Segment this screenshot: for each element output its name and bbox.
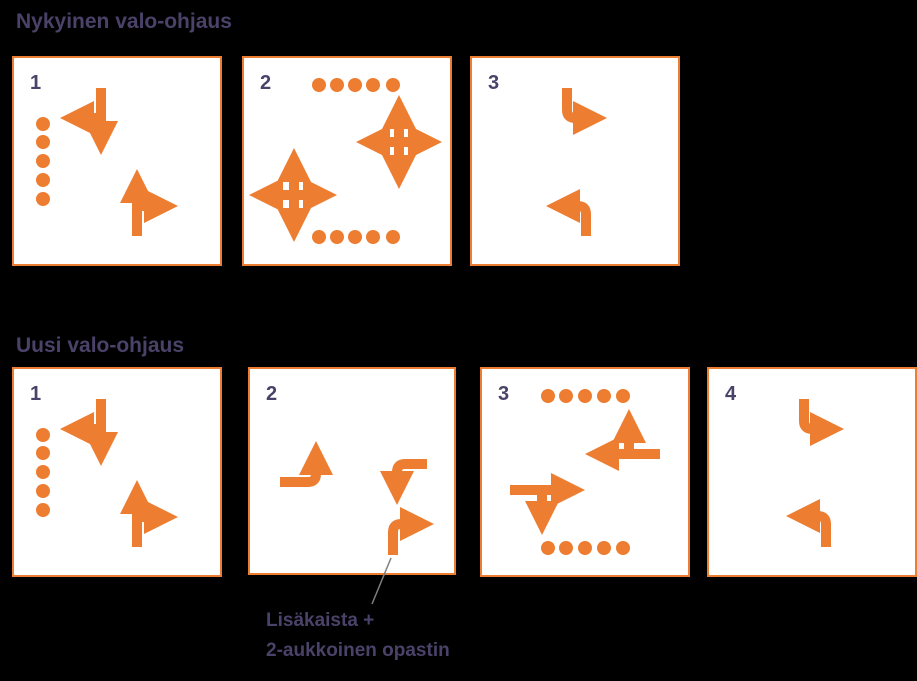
through-right-arrow-icon xyxy=(510,472,586,536)
right-turn-arrow-icon xyxy=(388,506,435,555)
annotation-line-1: Lisäkaista + xyxy=(266,610,375,631)
phase-diagram xyxy=(36,88,179,236)
through-left-arrow-icon xyxy=(59,88,119,156)
pedestrian-crossing-dots xyxy=(541,389,630,403)
four-way-arrow-icon xyxy=(248,147,338,243)
new-phase-4-panel: 4 xyxy=(707,367,917,577)
pedestrian-crossing-dots xyxy=(36,117,50,206)
phase-number: 2 xyxy=(266,383,278,405)
phase-number: 2 xyxy=(260,72,272,94)
through-right-arrow-icon xyxy=(119,168,179,236)
phase-number: 4 xyxy=(725,383,737,405)
four-way-arrow-icon xyxy=(355,94,443,190)
pedestrian-crossing-dots xyxy=(312,78,400,92)
left-turn-arrow-icon xyxy=(799,399,845,447)
right-turn-arrow-icon xyxy=(280,440,334,487)
left-turn-arrow-icon xyxy=(562,88,608,136)
phase-diagram xyxy=(248,78,443,244)
pedestrian-crossing-dots xyxy=(312,230,400,244)
left-turn-arrow-icon xyxy=(785,498,831,547)
current-signal-control-title: Nykyinen valo-ohjaus xyxy=(16,10,232,33)
annotation-text: Lisäkaista + 2-aukkoinen opastin xyxy=(266,606,450,666)
phase-number: 1 xyxy=(30,72,42,94)
current-phase-2-panel: 2 xyxy=(242,56,452,266)
phase-number: 3 xyxy=(488,72,500,94)
annotation-line-2: 2-aukkoinen opastin xyxy=(266,640,450,661)
current-phase-1-panel: 1 xyxy=(12,56,222,266)
new-phase-1-panel: 1 xyxy=(12,367,222,577)
new-signal-control-title: Uusi valo-ohjaus xyxy=(16,334,185,357)
current-phase-3-panel: 3 xyxy=(470,56,680,266)
right-turn-arrow-icon xyxy=(379,459,427,506)
new-phase-2-panel: 2 xyxy=(248,367,456,575)
phase-diagram xyxy=(785,399,845,547)
phase-diagram xyxy=(280,440,435,555)
through-left-arrow-icon xyxy=(584,408,660,472)
through-right-arrow-icon xyxy=(119,479,179,547)
pedestrian-crossing-dots xyxy=(36,428,50,517)
new-phase-3-panel: 3 xyxy=(480,367,690,577)
phase-diagram xyxy=(36,399,179,547)
left-turn-arrow-icon xyxy=(545,188,591,236)
phase-number: 3 xyxy=(498,383,510,405)
through-left-arrow-icon xyxy=(59,399,119,467)
phase-diagram xyxy=(510,389,660,555)
phase-number: 1 xyxy=(30,383,42,405)
pedestrian-crossing-dots xyxy=(541,541,630,555)
phase-diagram xyxy=(545,88,608,236)
